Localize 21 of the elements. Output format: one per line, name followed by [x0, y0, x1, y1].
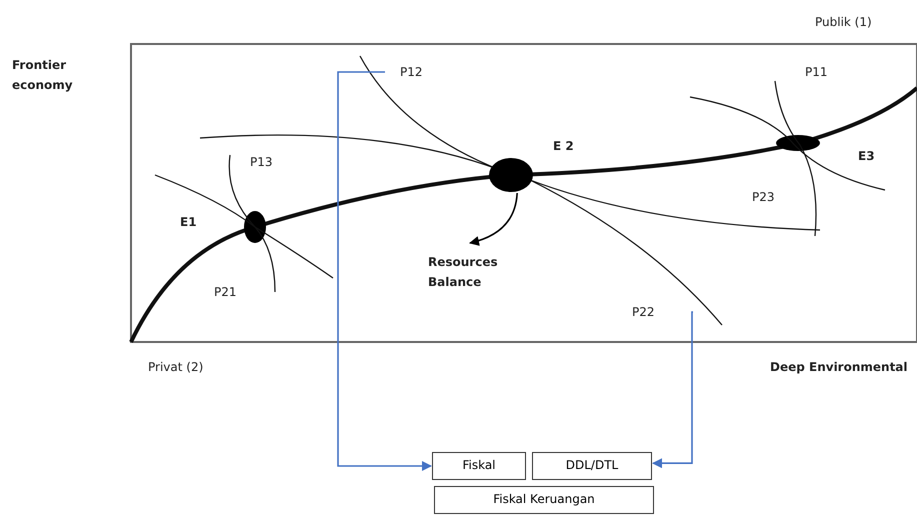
- point-label: P23: [752, 189, 775, 206]
- arrow: [337, 71, 432, 471]
- policy-box: DDL/DTL: [532, 452, 652, 480]
- policy-box: Fiskal: [432, 452, 526, 480]
- axis-label: Deep Environmental: [770, 359, 909, 376]
- point-label: E1: [180, 214, 197, 231]
- point-label: P21: [214, 284, 237, 301]
- axis-label: Publik (1): [815, 14, 872, 31]
- axis-label: Privat (2): [148, 359, 204, 376]
- point-label: P13: [250, 154, 273, 171]
- point-label: E 2: [553, 138, 574, 155]
- point-label: P22: [632, 302, 672, 322]
- point-label: E3: [858, 148, 875, 165]
- axis-label: Frontier economy: [12, 57, 74, 94]
- arrow: [469, 192, 518, 246]
- equilibrium-dot: [489, 158, 533, 192]
- point-label: P12: [400, 62, 440, 82]
- policy-box: Fiskal Keruangan: [434, 486, 654, 514]
- point-label: P11: [805, 64, 828, 81]
- arrow: [652, 311, 694, 468]
- annotation-label: Resources Balance: [428, 252, 528, 292]
